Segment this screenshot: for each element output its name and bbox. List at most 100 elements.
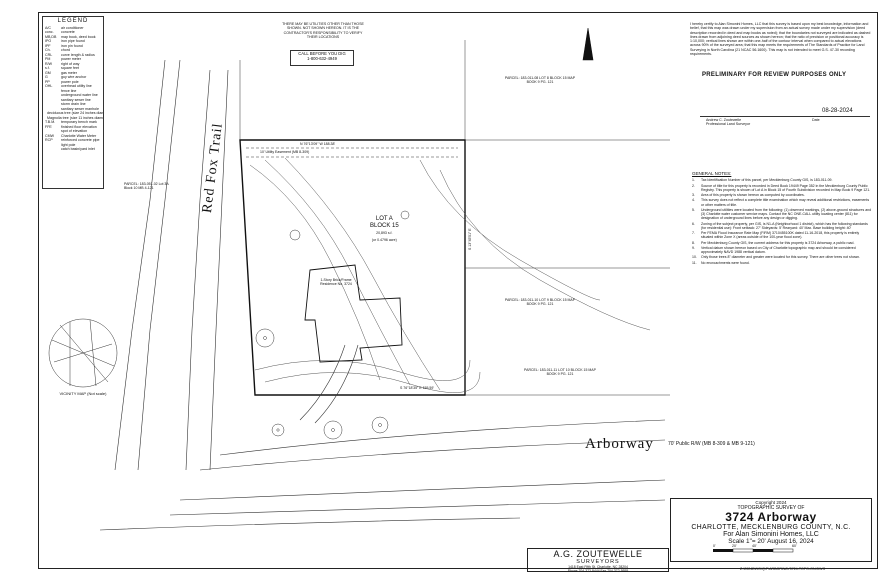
note-text: Tax Identification Number of this parcel…: [701, 178, 833, 183]
tb-tick-40: 40': [752, 544, 757, 548]
lot-area-acres: (or 0.4796 acre): [371, 238, 397, 242]
parcel-left-label: PARCEL: 183-051-02 Lot 3A Block 10 MB 4-…: [124, 182, 169, 190]
legend-title: LEGEND: [57, 18, 89, 24]
parcel-right-label: PARCEL: 183-011-10 LOT 9 BLOCK 15 MAP BO…: [504, 298, 576, 306]
residence-footprint: [299, 264, 403, 424]
legend-item: catch basin/yard inlet: [45, 147, 101, 152]
note-number: 3.: [692, 193, 695, 197]
general-note: 6.Zoning of the subject property, per GI…: [692, 222, 872, 231]
legend-abbrev: T.B.M.: [45, 120, 56, 124]
legend-desc: deciduous tree (size 24 inches diameter): [47, 111, 104, 115]
legend-desc: temporary bench mark: [61, 120, 97, 124]
easement-top: 10' Utility Easement (MB 8-309): [260, 150, 310, 154]
red-fox-trail-lines: [114, 59, 229, 471]
bearing-south: S 76°18'35" E 155.59': [400, 386, 434, 390]
legend-abbrev: IPF: [45, 43, 51, 48]
note-text: No encroachments were found.: [701, 260, 750, 265]
firm-subtitle: SURVEYORS: [576, 559, 620, 565]
legend-desc: Magnolia tree (size 11 inches diameter): [47, 115, 104, 120]
arborway-row-label: 70' Public R/W (MB 8-309 & MB 9-121): [668, 441, 755, 447]
general-note: 10.Only those trees 8" diameter and grea…: [692, 255, 872, 259]
note-text: This survey does not reflect a complete …: [701, 198, 870, 207]
tree-symbols: [255, 210, 410, 440]
legend-desc: iron pipe found: [61, 39, 85, 43]
note-text: Source of title for this property is rec…: [701, 183, 871, 192]
lot-name: LOT A: [375, 216, 393, 222]
legend-abbrev: IPO: [45, 39, 52, 43]
drawing-file-path: Z:\2024DWG\Q\P\ARBORWAY3724-TOPO-ON.DWG: [740, 567, 826, 571]
general-note: 3.Area of this property is shown hereon …: [692, 193, 872, 197]
legend-abbrev: A/C: [45, 25, 51, 30]
legend-desc: air conditioner: [61, 25, 84, 30]
legend-desc: sanitary sewer manhole: [61, 106, 99, 111]
legend-abbrev: OHL: [45, 84, 53, 88]
note-number: 10.: [692, 255, 697, 260]
signature-block: Andrew C. Zoutewelle Professional Land S…: [706, 118, 750, 126]
legend-abbrev: MB,DB: [45, 34, 57, 39]
legend-desc: Charlotte Water Meter: [61, 133, 97, 138]
legend-desc: catch basin/yard inlet: [61, 147, 95, 151]
surveyor-name: Andrew C. Zoutewelle: [706, 118, 742, 122]
general-note: 2.Source of title for this property is r…: [692, 184, 872, 193]
contour-lines: [249, 157, 651, 393]
legend-item: light pole: [45, 143, 101, 148]
general-notes-list: 1.Tax Identification Number of this parc…: [692, 178, 872, 265]
arborway-label: Arborway: [585, 436, 654, 452]
firm-name: A.G. ZOUTEWELLE: [553, 549, 643, 559]
legend-item: fence line: [45, 89, 101, 94]
lot-boundary: [239, 139, 466, 396]
legend-desc: chord: [61, 48, 70, 52]
tb-tick-20: 20': [732, 544, 737, 548]
preliminary-stamp: PRELIMINARY FOR REVIEW PURPOSES ONLY: [702, 72, 847, 78]
parcel-top-label: PARCEL: 183-011-08 LOT 8 BLOCK 15 MAP BO…: [504, 76, 576, 84]
legend-item: sanitary sewer manhole: [45, 107, 101, 112]
legend-desc: overhead utility line: [61, 84, 92, 88]
tb-scale-ticks: 0' 20' 40' 60': [671, 544, 871, 551]
legend-abbrev: PM: [45, 57, 51, 61]
note-text: Per FEMA Flood Insurance Rate Map (FIRM)…: [701, 231, 860, 240]
lot-label: LOT A BLOCK 15 20,893 s.f. (or 0.4796 ac…: [370, 216, 399, 244]
note-text: Per Mecklenburg County GIS, the current …: [701, 240, 855, 245]
legend-abbrev: FFE: [45, 124, 52, 129]
general-note: 9. Vertical datum shown hereon based on C…: [692, 246, 872, 255]
bearing-east: S 13°45'51" E: [468, 228, 472, 250]
utility-note: THERE MAY BE UTILITIES OTHER THAN THOSE …: [282, 22, 364, 40]
legend-item: storm drain line: [45, 102, 101, 107]
legend-desc: light pole: [61, 142, 76, 147]
tb-city: CHARLOTTE, MECKLENBURG COUNTY, N.C.: [691, 524, 851, 531]
legend-abbrev: Ch.: [45, 48, 51, 52]
note-number: 9.: [692, 245, 695, 250]
note-text: Vertical datum shown hereon based on Cit…: [701, 245, 856, 254]
general-note: 4.This survey does not reflect a complet…: [692, 198, 872, 207]
legend-item: T.B.M. temporary bench mark: [45, 120, 101, 125]
legend-item: underground water line: [45, 93, 101, 98]
signature-date: 08-28-2024: [822, 108, 853, 114]
legend-abbrev: conc.: [45, 30, 54, 34]
surveyor-role: Professional Land Surveyor: [706, 122, 751, 127]
vicinity-map-label: VICINITY MAP (Not scale): [59, 391, 107, 396]
general-note: 8. Per Mecklenburg County GIS, the curren…: [692, 241, 872, 245]
legend-desc: reinforced concrete pipe: [61, 138, 100, 142]
general-note: 11.No encroachments were found.: [692, 261, 872, 265]
general-note: 5.Underground utilities were located fro…: [692, 208, 872, 221]
general-note: 7.Per FEMA Flood Insurance Rate Map (FIR…: [692, 231, 872, 240]
surveyor-certification: I hereby certify to Alan Simonini Homes,…: [690, 22, 871, 57]
vicinity-map: [48, 318, 118, 388]
call-before-dig-box: CALL BEFORE YOU DIG 1-800-632-4949: [290, 50, 354, 66]
legend-abbrev: CRL: [45, 52, 53, 57]
note-number: 8.: [692, 240, 695, 245]
tb-subtitle: TOPOGRAPHIC SURVEY OF: [737, 505, 805, 511]
sheet-border: [38, 12, 878, 569]
call-line-1: CALL BEFORE YOU DIG: [298, 51, 346, 56]
firm-phone: Phone 704-372-9444 Fax 704-372-9555: [567, 569, 629, 573]
legend-desc: guy wire anchor: [61, 75, 87, 79]
legend-abbrev: s.f.: [45, 66, 50, 70]
